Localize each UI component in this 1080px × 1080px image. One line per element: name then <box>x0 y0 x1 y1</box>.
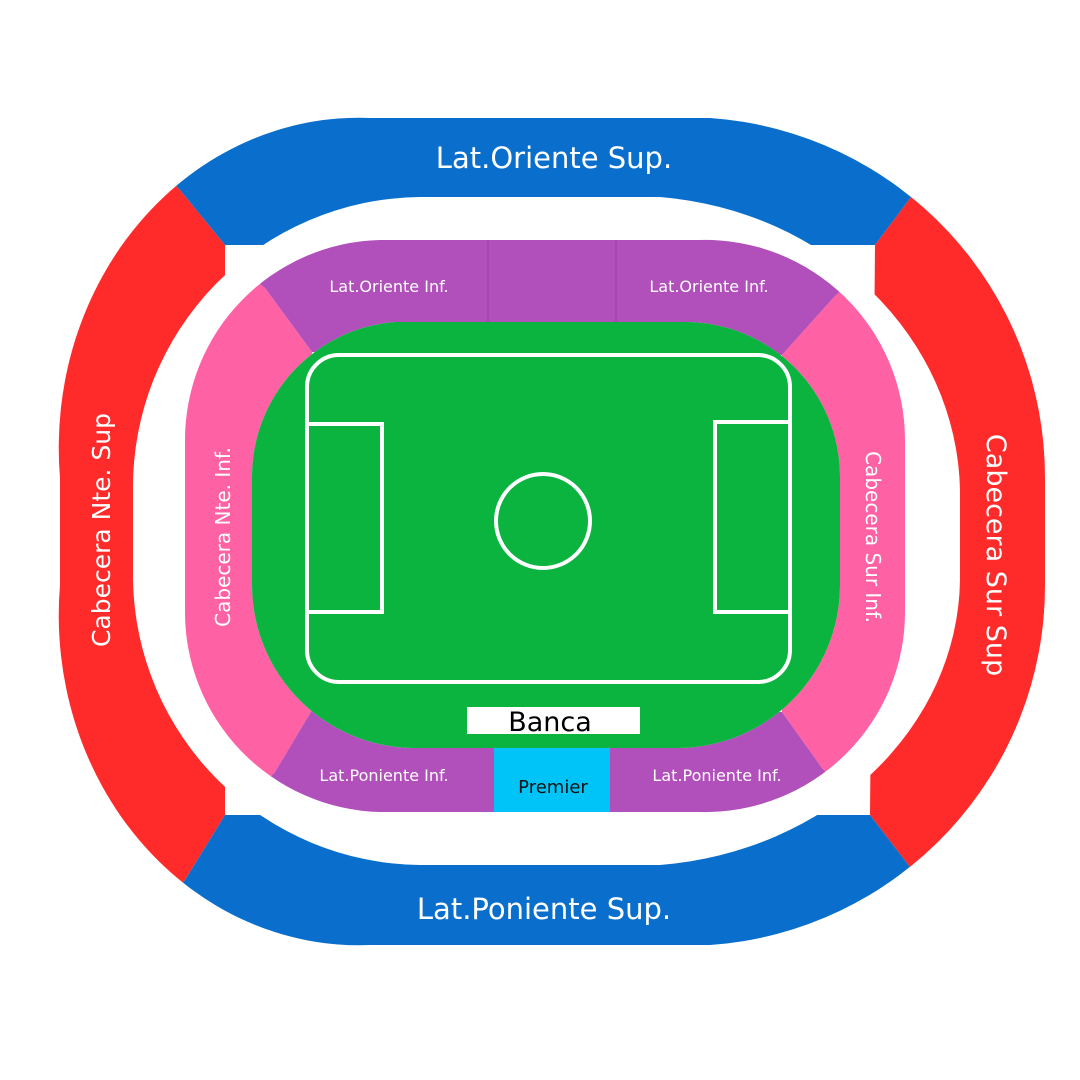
label-upper-east: Lat.Oriente Sup. <box>436 141 672 175</box>
pitch <box>251 322 841 748</box>
banca-box[interactable] <box>467 707 640 734</box>
label-banca: Banca <box>508 707 592 738</box>
label-lower-east-left: Lat.Oriente Inf. <box>329 277 448 296</box>
section-lower-east[interactable] <box>150 200 950 355</box>
label-lower-north: Cabecera Nte. Inf. <box>211 447 235 627</box>
section-upper-west[interactable] <box>0 815 1080 1080</box>
label-upper-north: Cabecera Nte. Sup <box>87 413 116 647</box>
section-premier[interactable] <box>494 748 610 818</box>
pitch-markings <box>305 353 792 684</box>
label-lower-west-left: Lat.Poniente Inf. <box>319 766 448 785</box>
label-lower-south: Cabecera Sur Inf. <box>861 451 885 623</box>
label-lower-east-right: Lat.Oriente Inf. <box>649 277 768 296</box>
label-premier: Premier <box>518 777 588 798</box>
penalty-area-left <box>305 422 384 614</box>
label-upper-south: Cabecera Sur Sup <box>980 434 1011 676</box>
center-circle <box>494 472 592 570</box>
section-lower-south[interactable] <box>782 200 950 900</box>
section-upper-north[interactable] <box>0 0 225 1080</box>
penalty-area-right <box>713 420 792 614</box>
label-lower-west-right: Lat.Poniente Inf. <box>652 766 781 785</box>
section-upper-east[interactable] <box>0 0 1080 245</box>
label-upper-west: Lat.Poniente Sup. <box>417 892 671 926</box>
